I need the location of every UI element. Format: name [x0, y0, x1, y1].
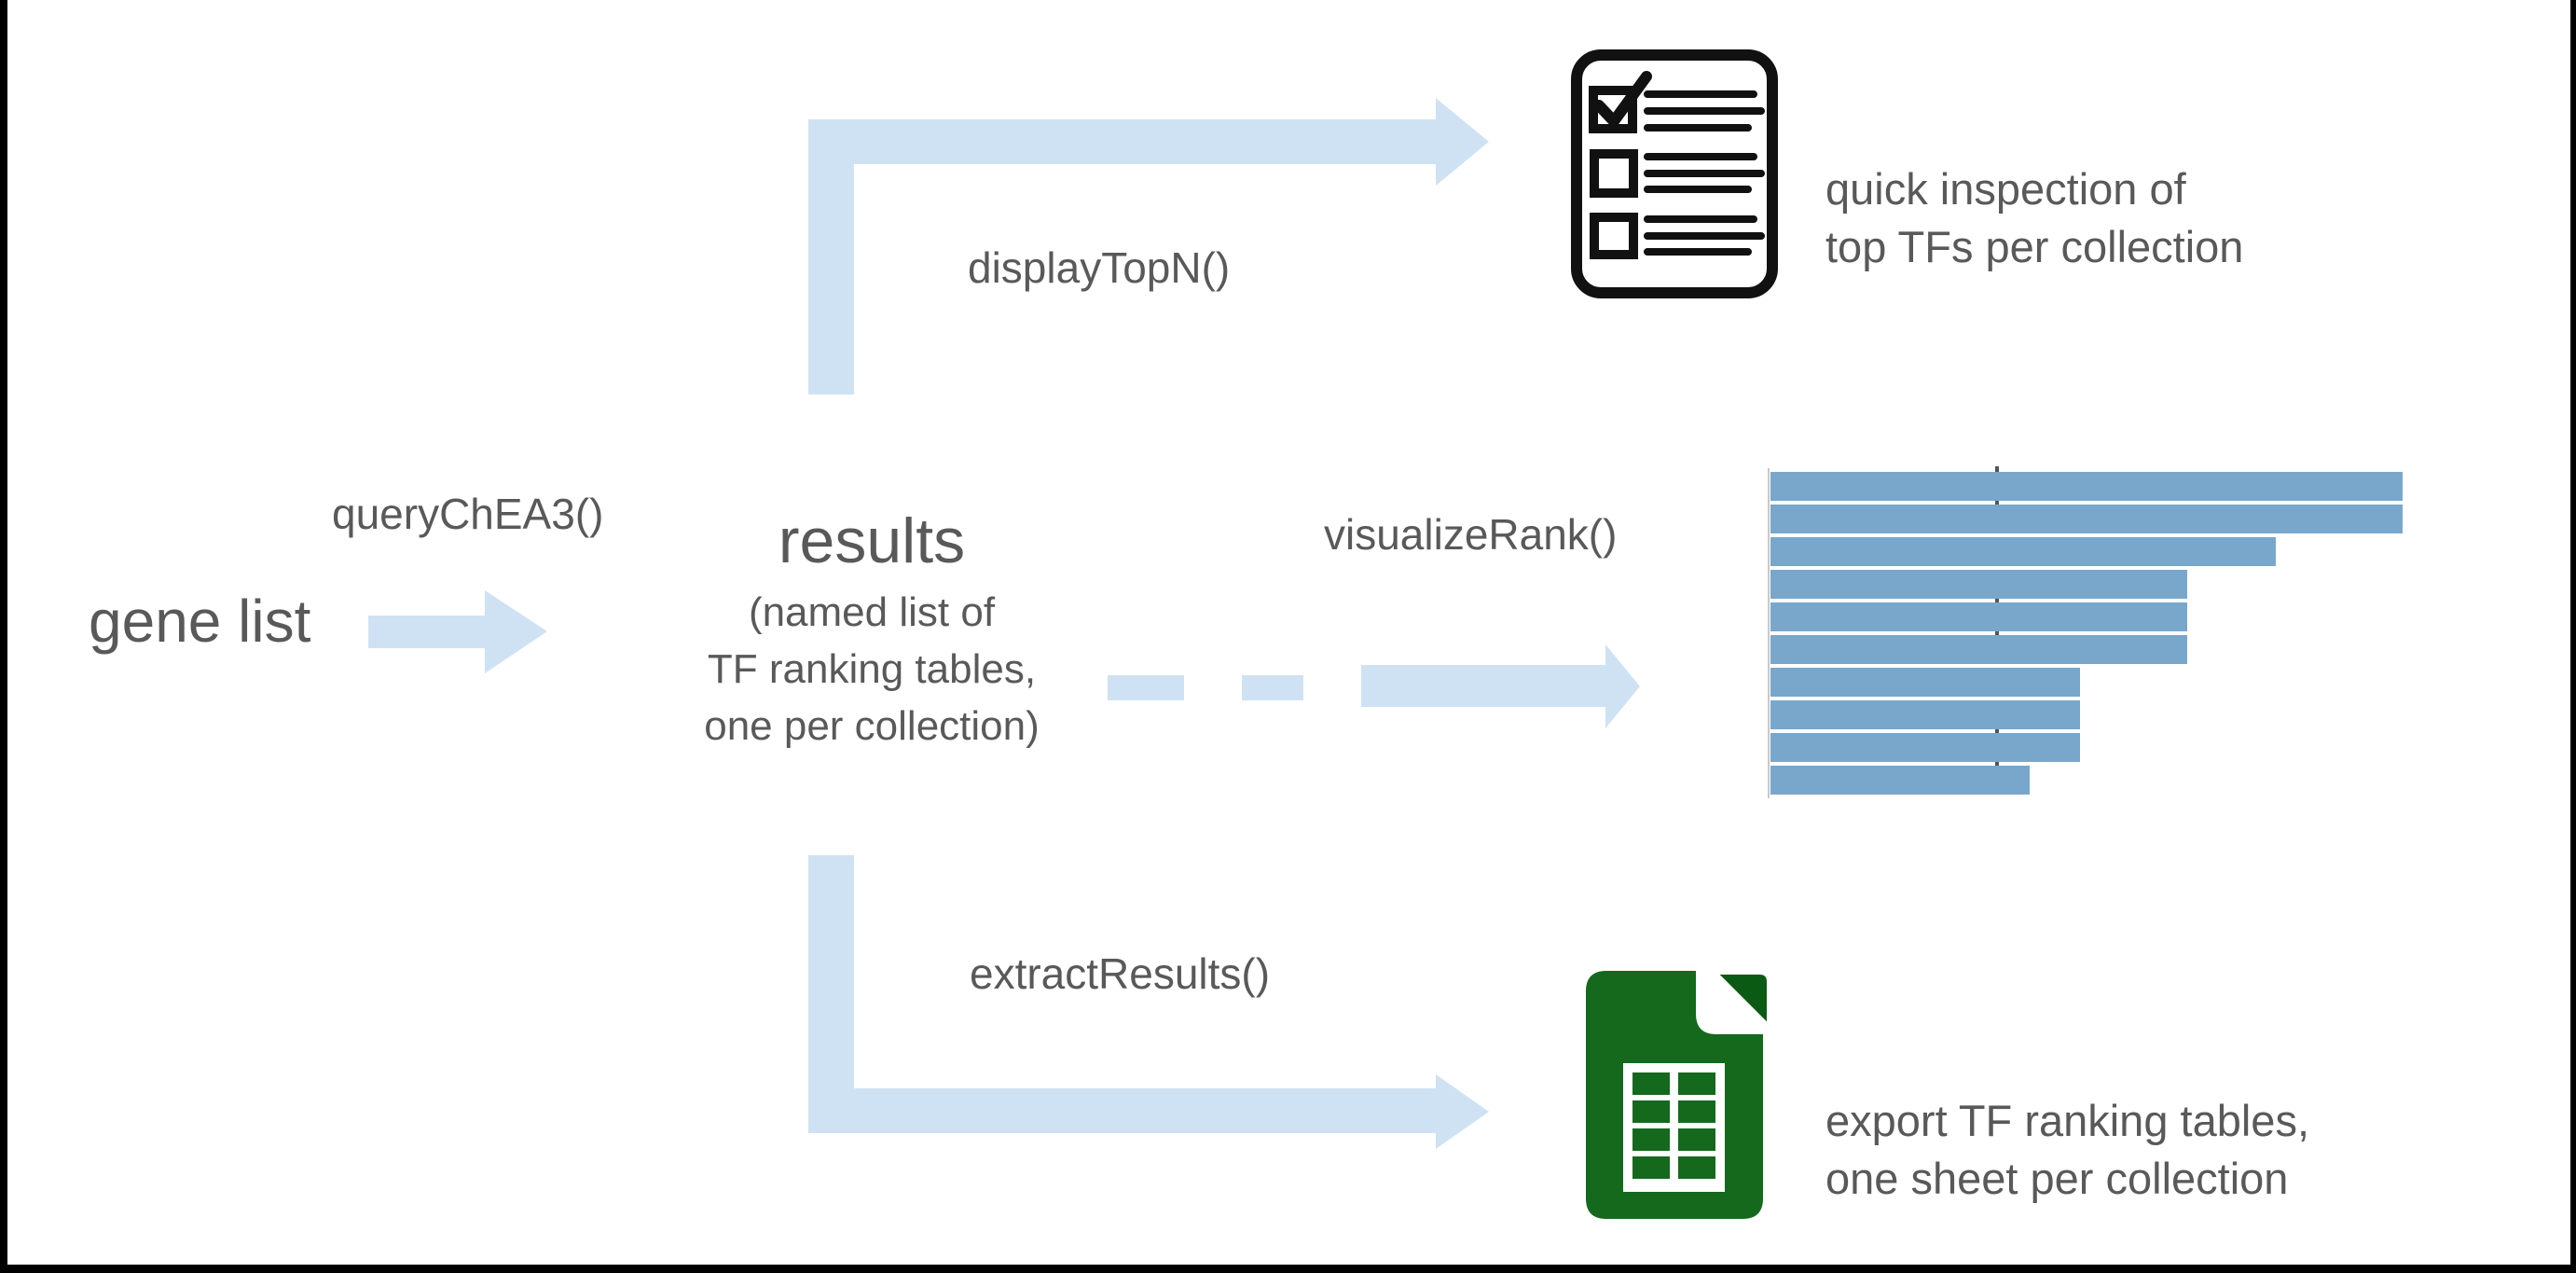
results-subtitle-line: (named list of	[748, 589, 996, 635]
export-text-line: one sheet per collection	[1825, 1154, 2289, 1203]
displaytopn-label: displayTopN()	[968, 243, 1231, 292]
sheet-fold-corner	[1707, 971, 1772, 1034]
export-text-line: export TF ranking tables,	[1825, 1096, 2309, 1145]
checked-box-icon	[1589, 86, 1637, 133]
checklist-icon	[1571, 49, 1778, 298]
bottom-elbow-arrow	[808, 855, 1489, 1149]
rank-bar	[1770, 668, 2080, 697]
rank-bar	[1770, 602, 2187, 631]
inspection-text-line: quick inspection of	[1825, 164, 2186, 214]
rank-bar	[1770, 472, 2403, 501]
black-edge-left	[0, 0, 7, 1273]
inspection-text-line: top TFs per collection	[1825, 222, 2244, 271]
rank-bar	[1770, 570, 2187, 599]
rank-bar	[1770, 505, 2403, 533]
black-edge-right	[2570, 0, 2576, 1273]
empty-box-icon	[1590, 213, 1638, 259]
dashed-arrow-dash-1	[1108, 675, 1184, 700]
results-title: results	[778, 505, 966, 576]
rank-bar	[1770, 700, 2080, 729]
extractresults-label: extractResults()	[970, 949, 1271, 998]
results-subtitle-line: TF ranking tables,	[707, 646, 1037, 692]
inspection-text: quick inspection of top TFs per collecti…	[1825, 160, 2243, 276]
dashed-arrow-dash-2	[1242, 675, 1303, 700]
empty-box-icon	[1590, 149, 1638, 198]
black-edge-bottom	[0, 1265, 2576, 1273]
results-to-chart-dashed-arrow-head	[1361, 644, 1640, 728]
sheet-grid-cells	[1632, 1072, 1715, 1179]
rank-bar	[1770, 733, 2080, 762]
spreadsheet-icon	[1586, 971, 1772, 1219]
querychea3-label: queryChEA3()	[332, 490, 604, 538]
gene-to-results-arrow	[368, 590, 547, 673]
export-text: export TF ranking tables, one sheet per …	[1825, 1092, 2309, 1208]
checkmark-icon	[1593, 71, 1652, 127]
rank-bar	[1770, 766, 2030, 795]
gene-list-label: gene list	[89, 588, 311, 655]
rank-bar	[1770, 537, 2276, 566]
rank-bar-chart	[1770, 472, 2404, 795]
visualizerank-label: visualizeRank()	[1324, 510, 1618, 559]
results-subtitle-line: one per collection)	[704, 703, 1040, 749]
results-node: results (named list of TF ranking tables…	[653, 506, 1091, 754]
rank-bar	[1770, 635, 2187, 664]
